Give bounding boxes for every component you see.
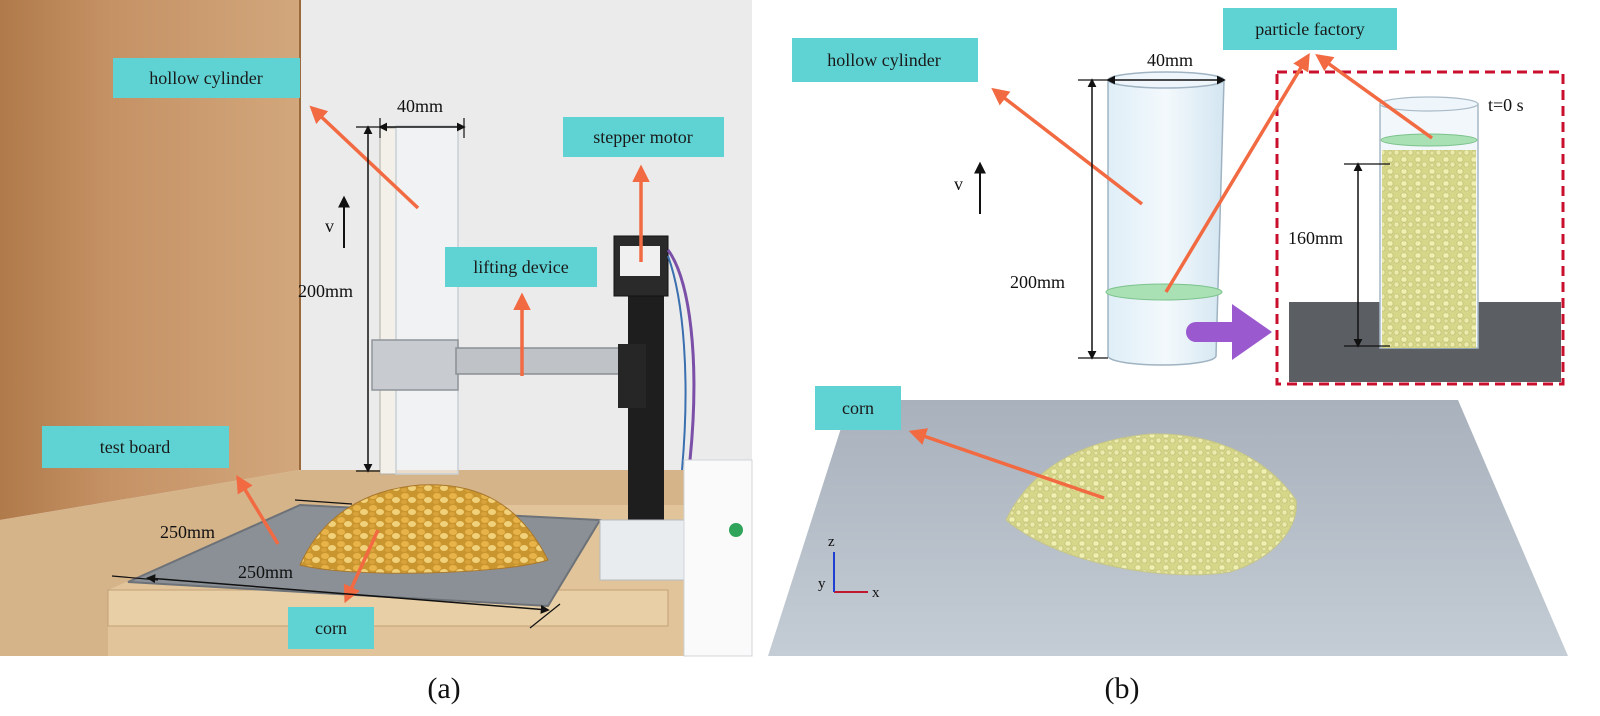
dim-height-a: 200mm [298,281,353,301]
control-box [683,459,753,657]
dim-board-width: 250mm [160,522,215,542]
dim-diameter-b: 40mm [1147,50,1193,70]
dim-line-board-back [146,574,550,614]
label-corn-a: corn [315,618,347,638]
panel-b-annotations: hollow cylinder particle factory corn 40… [792,8,1434,705]
arrow-corn-b [908,428,1105,500]
label-box-test-board [42,426,229,468]
caption-a: (a) [427,672,460,705]
velocity-label-a: v [325,216,334,236]
wooden-wall [0,0,300,520]
photo-cylinder [395,125,459,475]
panel-a-annotations: hollow cylinder stepper motor lifting de… [42,58,724,705]
arrow-hollow-cylinder-b [991,87,1144,206]
panel-b: x y z t=0 s [768,70,1568,656]
particle-factory-disk [1105,283,1223,301]
label-box-stepper-motor [563,117,724,157]
lifting-arm [455,347,635,375]
axis-label-x: x [872,585,880,601]
arrow-particle-factory-inset [1315,53,1434,140]
axis-label-z: z [828,534,835,550]
transition-arrow [1186,304,1272,360]
arrow-particle-factory-main [1164,53,1310,293]
label-box-hollow-cylinder-b [792,38,978,82]
label-box-hollow-cylinder-a [113,58,300,98]
label-corn-b: corn [842,398,874,418]
lifting-column [628,290,664,542]
caption-b: (b) [1105,672,1140,705]
label-hollow-cylinder-b: hollow cylinder [827,50,940,70]
velocity-label-b: v [954,174,963,194]
label-box-corn-a [288,607,374,649]
label-hollow-cylinder-a: hollow cylinder [149,68,262,88]
clamp [371,339,459,391]
label-box-particle-factory [1223,8,1397,50]
label-particle-factory: particle factory [1255,19,1364,39]
dim-diameter-a: 40mm [397,96,443,116]
label-stepper-motor: stepper motor [593,127,692,147]
label-lifting-device: lifting device [473,257,568,277]
sim-corn-pile [1005,433,1297,576]
axis-label-y: y [818,576,826,592]
label-box-corn-b [815,386,901,430]
real-corn-pile [299,484,549,574]
dim-board-depth: 250mm [238,562,293,582]
dim-fill-height: 160mm [1288,228,1343,248]
inset-corn-fill [1382,150,1476,348]
arrow-test-board [236,475,280,545]
label-test-board: test board [100,437,170,457]
panel-a [0,0,753,657]
inset-time: t=0 s [1488,95,1524,115]
dim-height-b: 200mm [1010,272,1065,292]
label-box-lifting-device [445,247,597,287]
